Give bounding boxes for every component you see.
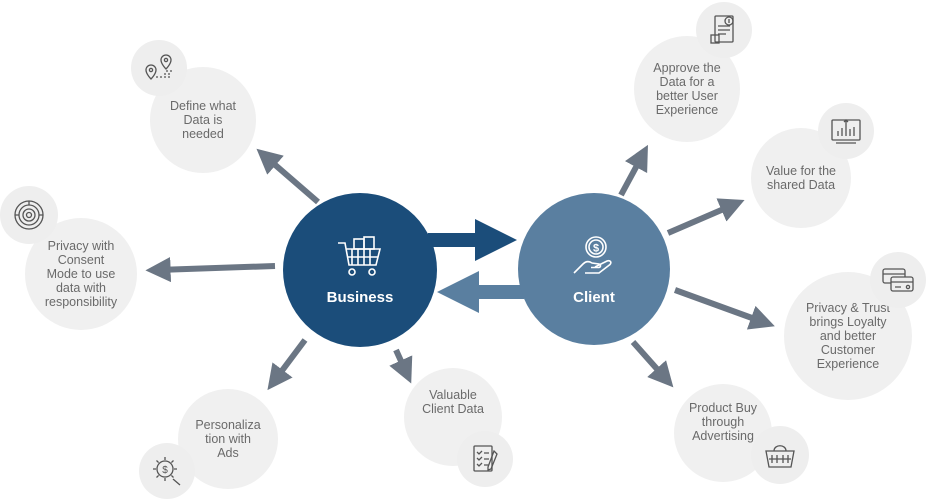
hand-coin-icon: $ — [573, 235, 612, 274]
gear-dollar-icon: $ — [139, 443, 195, 499]
fingerprint-icon — [0, 186, 58, 244]
client-hub-label: Client — [573, 288, 615, 306]
svg-text:$: $ — [162, 465, 168, 476]
business-hub: Business — [283, 193, 437, 347]
document-dollar-icon — [696, 2, 752, 58]
node-value-shared-label: Value for the shared Data — [766, 164, 836, 192]
arrow-to-privacy-trust — [673, 287, 775, 330]
node-approve-data-label: Approve the Data for a better User Exper… — [653, 61, 721, 117]
node-valuable-data-label: Valuable Client Data — [422, 388, 484, 416]
arrow-to-personalization — [267, 338, 308, 391]
node-product-buy-label: Product Buy through Advertising — [688, 401, 758, 443]
arrow-to-value-shared — [666, 198, 745, 236]
checklist-icon — [457, 431, 513, 487]
client-hub: $ Client — [518, 193, 670, 345]
business-hub-label: Business — [326, 288, 394, 306]
arrow-to-valuable-data — [389, 348, 413, 384]
arrow-to-product-buy — [630, 340, 674, 388]
arrow-to-define-data — [256, 148, 320, 205]
growth-chart-icon — [818, 103, 874, 159]
node-privacy-consent-label: Privacy with Consent Mode to use data wi… — [44, 239, 118, 309]
shopping-cart-icon — [338, 235, 382, 276]
node-personalization-label: Personaliza tion with Ads — [195, 418, 261, 460]
svg-text:$: $ — [593, 242, 599, 254]
shopping-basket-icon — [751, 426, 809, 484]
arrow-to-approve-data — [618, 144, 648, 197]
map-pin-route-icon — [131, 40, 187, 96]
node-define-data-label: Define what Data is needed — [169, 99, 236, 141]
credit-cards-icon — [870, 252, 926, 308]
node-privacy-trust-label: Privacy & Trust brings Loyalty and bette… — [805, 301, 891, 371]
arrow-to-privacy-consent — [145, 256, 276, 283]
